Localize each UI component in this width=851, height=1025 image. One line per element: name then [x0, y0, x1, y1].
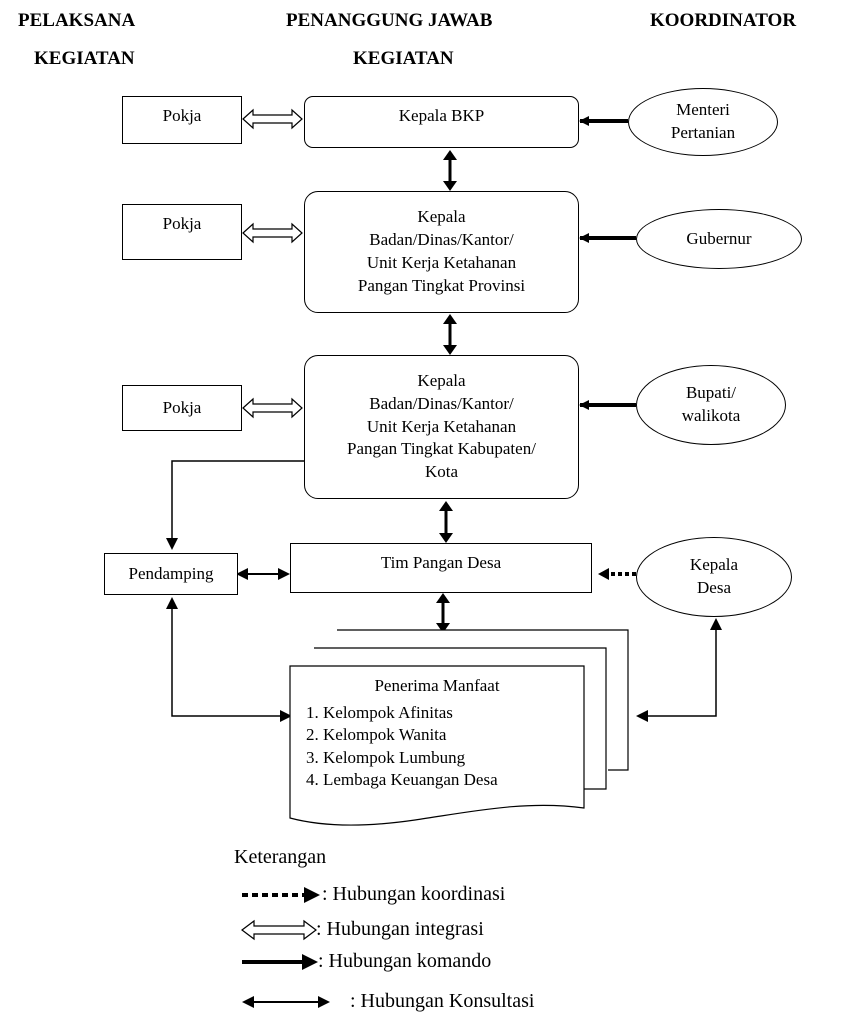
legend-integrasi: : Hubungan integrasi — [316, 918, 484, 940]
kab-line-4: Pangan Tingkat Kabupaten/ — [347, 439, 536, 459]
header-koordinator: KOORDINATOR — [650, 10, 797, 31]
kepala-provinsi-box: Kepala Badan/Dinas/Kantor/ Unit Kerja Ke… — [304, 191, 579, 313]
kepala-kabupaten-box: Kepala Badan/Dinas/Kantor/ Unit Kerja Ke… — [304, 355, 579, 499]
kab-line-1: Kepala — [417, 370, 466, 390]
penerima-list: 1. Kelompok Afinitas 2. Kelompok Wanita … — [306, 702, 498, 792]
pokja-box-3: Pokja — [122, 385, 242, 431]
penerima-item-3: 3. Kelompok Lumbung — [306, 747, 466, 767]
penerima-item-2: 2. Kelompok Wanita — [306, 725, 447, 745]
prov-line-3: Unit Kerja Ketahanan — [366, 253, 517, 272]
pendamping-label: Pendamping — [128, 563, 214, 583]
legend-title: Keterangan — [234, 846, 327, 868]
legend-koordinasi: : Hubungan koordinasi — [322, 883, 506, 905]
pokja-box-1: Pokja — [122, 96, 242, 144]
kepala-desa-oval: Kepala Desa — [636, 537, 792, 617]
prov-line-1: Kepala — [417, 207, 466, 227]
kab-line-5: Kota — [424, 462, 459, 482]
tim-pangan-desa-label: Tim Pangan Desa — [380, 553, 502, 572]
pendamping-penerima-link — [171, 607, 284, 717]
kepala-bkp-label: Kepala BKP — [398, 106, 485, 125]
integrasi-arrow-2 — [242, 222, 303, 244]
integrasi-arrow-3 — [242, 397, 303, 419]
menteri-line-1: Menteri — [676, 100, 730, 120]
kab-line-2: Badan/Dinas/Kantor/ — [369, 393, 514, 413]
kab-to-pendamping — [171, 460, 304, 540]
menteri-oval: Menteri Pertanian — [628, 88, 778, 156]
prov-line-2: Badan/Dinas/Kantor/ — [369, 230, 514, 250]
pokja-label-2: Pokja — [162, 214, 202, 233]
tim-pangan-desa-box: Tim Pangan Desa — [290, 543, 592, 593]
pokja-box-2: Pokja — [122, 204, 242, 260]
pokja-label-3: Pokja — [162, 397, 202, 417]
penerima-item-1: 1. Kelompok Afinitas — [306, 703, 453, 722]
header-penanggung-jawab: PENANGGUNG JAWAB — [286, 10, 493, 31]
bupati-oval: Bupati/ walikota — [636, 365, 786, 445]
prov-line-4: Pangan Tingkat Provinsi — [357, 275, 526, 295]
kepala-desa-line-2: Desa — [697, 578, 731, 597]
legend-konsultasi: : Hubungan Konsultasi — [350, 990, 535, 1012]
legend-symbols — [241, 887, 330, 1008]
legend-komando: : Hubungan komando — [318, 950, 492, 972]
kab-line-3: Unit Kerja Ketahanan — [366, 416, 517, 436]
gubernur-label: Gubernur — [686, 228, 752, 248]
penerima-document-stack — [289, 629, 629, 826]
header-pelaksana: PELAKSANA — [18, 10, 136, 31]
penerima-item-4: 4. Lembaga Keuangan Desa — [306, 770, 498, 790]
kepala-bkp-box: Kepala BKP — [304, 96, 579, 148]
koordinasi-arrowhead — [598, 568, 609, 580]
header-kegiatan-1: KEGIATAN — [34, 48, 135, 69]
penerima-kepaladesa-link — [644, 627, 717, 717]
bupati-line-2: walikota — [681, 406, 741, 425]
konsultasi-vertical-arrows — [436, 150, 457, 633]
bupati-line-1: Bupati/ — [685, 383, 737, 403]
pokja-label-1: Pokja — [162, 106, 202, 125]
menteri-line-2: Pertanian — [670, 123, 736, 142]
pendamping-box: Pendamping — [104, 553, 238, 595]
header-kegiatan-2: KEGIATAN — [353, 48, 454, 69]
kepala-desa-line-1: Kepala — [689, 555, 739, 575]
gubernur-oval: Gubernur — [636, 209, 802, 269]
integrasi-arrow-1 — [242, 108, 303, 130]
penerima-title: Penerima Manfaat — [374, 676, 500, 695]
